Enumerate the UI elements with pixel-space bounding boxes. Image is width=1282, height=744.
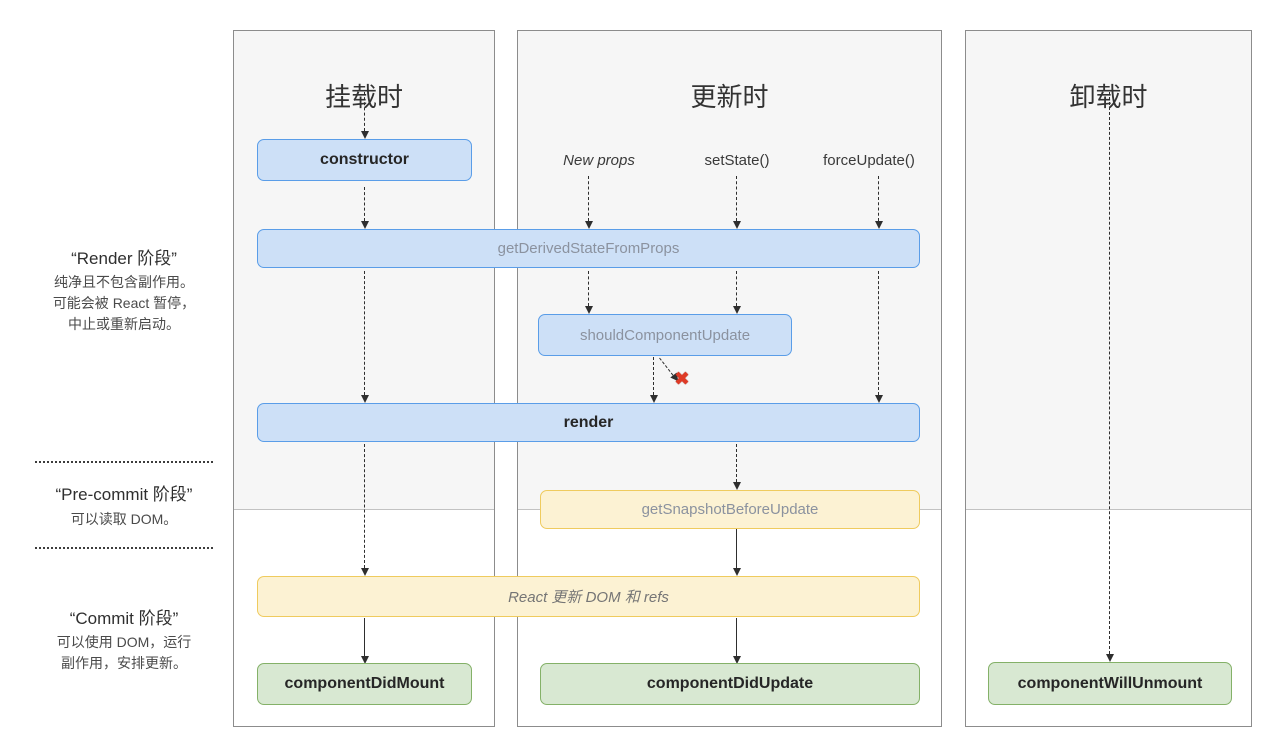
- phase-desc-line: 可以读取 DOM。: [70, 511, 178, 527]
- panel-header-updating: 更新时: [690, 82, 769, 112]
- arrow-mount-header-to-constructor: [360, 92, 369, 139]
- render-phase-region: [966, 31, 1251, 510]
- componentdidmount-box[interactable]: componentDidMount: [257, 663, 472, 705]
- trigger-forceupdate: forceUpdate(): [823, 152, 915, 169]
- arrow-setstate-to-getderived: [732, 176, 741, 229]
- trigger-new-props: New props: [563, 152, 635, 169]
- phase-desc-render: 纯净且不包含副作用。 可能会被 React 暂停， 中止或重新启动。: [20, 272, 228, 335]
- arrow-forceupdate-to-getderived: [874, 176, 883, 229]
- dotted-separator: [35, 547, 213, 549]
- shouldcomponentupdate-box[interactable]: shouldComponentUpdate: [538, 314, 792, 356]
- panel-unmounting: 卸载时: [965, 30, 1252, 727]
- arrow-reactupdates-to-didupdate: [732, 618, 741, 664]
- arrow-getderived-to-shouldupdate-right: [732, 271, 741, 314]
- phase-desc-line: 可以使用 DOM，运行: [56, 634, 192, 650]
- arrow-newprops-to-getderived: [584, 176, 593, 229]
- arrow-forceupdate-to-render: [874, 271, 883, 403]
- render-box[interactable]: render: [257, 403, 920, 442]
- phase-label-commit: “Commit 阶段”: [69, 609, 179, 628]
- no-update-x-icon: ✖: [674, 369, 690, 390]
- getderivedstatefromprops-box[interactable]: getDerivedStateFromProps: [257, 229, 920, 268]
- dotted-separator: [35, 461, 213, 463]
- phase-desc-precommit: 可以读取 DOM。: [20, 509, 228, 530]
- arrow-unmount-header-to-willunmount: [1105, 92, 1114, 662]
- arrow-render-to-getsnapshot: [732, 444, 741, 490]
- panel-header-unmounting: 卸载时: [1069, 82, 1148, 112]
- arrow-constructor-to-getderived: [360, 187, 369, 229]
- constructor-box[interactable]: constructor: [257, 139, 472, 181]
- phase-label-render: “Render 阶段”: [71, 249, 177, 268]
- arrow-getderived-to-render-mount: [360, 271, 369, 403]
- react-updates-dom-box: React 更新 DOM 和 refs: [257, 576, 920, 617]
- phase-label-precommit: “Pre-commit 阶段”: [55, 485, 193, 504]
- componentdidupdate-box[interactable]: componentDidUpdate: [540, 663, 920, 705]
- arrow-render-to-reactupdates-mount: [360, 444, 369, 576]
- phase-desc-line: 中止或重新启动。: [68, 316, 180, 332]
- trigger-setstate: setState(): [704, 152, 770, 169]
- componentwillunmount-box[interactable]: componentWillUnmount: [988, 662, 1232, 705]
- panel-header-mounting: 挂载时: [324, 82, 403, 112]
- phase-desc-line: 副作用，安排更新。: [61, 655, 187, 671]
- phase-desc-line: 可能会被 React 暂停，: [52, 295, 196, 311]
- arrow-reactupdates-to-didmount: [360, 618, 369, 664]
- arrow-getsnapshot-to-reactupdates: [732, 529, 741, 576]
- arrow-getderived-to-shouldupdate-left: [584, 271, 593, 314]
- getsnapshotbeforeupdate-box[interactable]: getSnapshotBeforeUpdate: [540, 490, 920, 529]
- phase-desc-commit: 可以使用 DOM，运行 副作用，安排更新。: [20, 632, 228, 674]
- arrow-shouldupdate-to-render: [649, 357, 658, 403]
- phase-desc-line: 纯净且不包含副作用。: [54, 274, 194, 290]
